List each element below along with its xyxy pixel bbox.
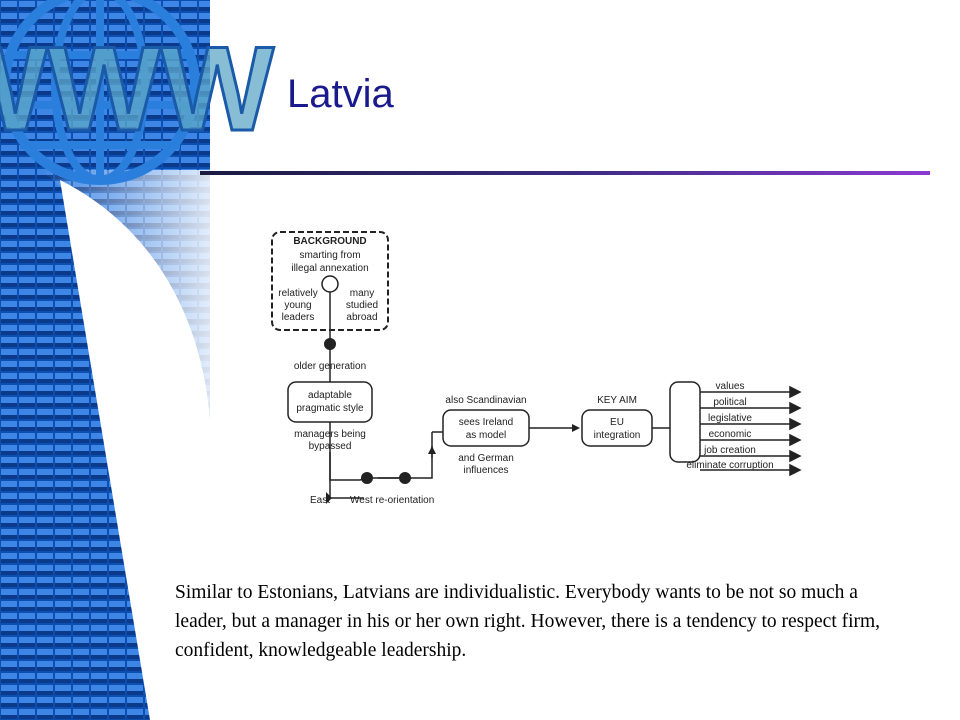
leadership-diagram: BACKGROUND smarting from illegal annexat… <box>271 231 802 506</box>
german-line-2: influences <box>463 465 508 476</box>
outputs-box <box>669 381 701 463</box>
style-box <box>287 381 373 423</box>
style-box-line-2: pragmatic style <box>296 403 364 414</box>
german-line-1: and German <box>458 453 514 464</box>
managers-line-1: managers being <box>294 429 366 440</box>
left-line-2: young <box>284 300 311 311</box>
background-line-1: smarting from <box>299 250 360 261</box>
output-political: political <box>713 397 746 408</box>
east-label: East <box>310 495 330 506</box>
background-title: BACKGROUND <box>293 236 366 247</box>
globe-logo: WWW <box>0 0 276 185</box>
output-eliminate-corruption: eliminate corruption <box>686 460 773 471</box>
background-line-2: illegal annexation <box>291 263 368 274</box>
style-box-line-1: adaptable <box>308 390 352 401</box>
output-legislative: legislative <box>708 413 752 424</box>
ireland-box-line-1: sees Ireland <box>459 417 513 428</box>
right-line-1: many <box>350 288 374 299</box>
page-title: Latvia <box>287 72 394 116</box>
right-line-2: studied <box>346 300 378 311</box>
also-scandinavian-label: also Scandinavian <box>445 395 526 406</box>
ireland-box-line-2: as model <box>466 430 507 441</box>
logo-wordmark: WWW <box>0 22 275 156</box>
output-job-creation: job creation <box>703 445 756 456</box>
key-aim-label: KEY AIM <box>597 395 637 406</box>
eu-box-line-2: integration <box>594 430 641 441</box>
left-line-1: relatively <box>278 288 317 299</box>
left-line-3: leaders <box>282 312 315 323</box>
managers-line-2: bypassed <box>309 441 352 452</box>
background-node <box>321 275 339 293</box>
older-generation-label: older generation <box>294 361 366 372</box>
body-text: Similar to Estonians, Latvians are indiv… <box>175 582 881 661</box>
title-divider <box>200 171 930 175</box>
right-line-3: abroad <box>346 312 377 323</box>
west-reorientation-label: West re-orientation <box>350 495 434 506</box>
output-economic: economic <box>709 429 752 440</box>
eu-box-line-1: EU <box>610 417 624 428</box>
output-values: values <box>716 381 745 392</box>
